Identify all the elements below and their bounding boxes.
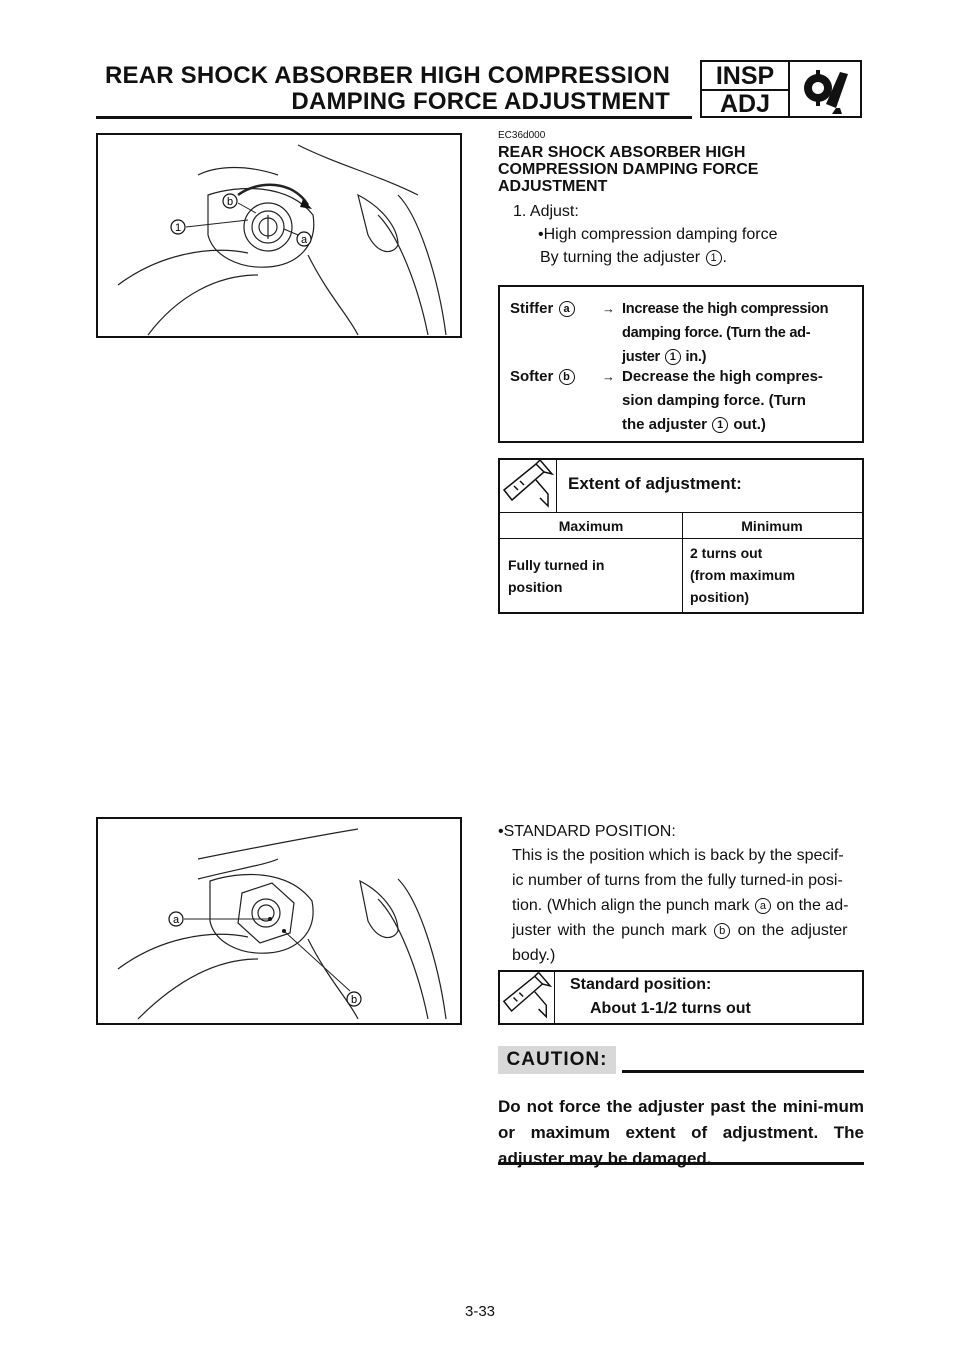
divider	[682, 512, 683, 612]
header-title-line1: REAR SHOCK ABSORBER HIGH COMPRESSION	[104, 62, 670, 89]
figure1-callout-1: 1	[175, 222, 181, 234]
extent-of-adjustment-box: Extent of adjustment: Maximum Minimum Fu…	[498, 458, 864, 614]
adjustment-direction-box: Stiffer a → Increase the high compressio…	[498, 285, 864, 443]
minimum-line2: (from maximum	[690, 567, 796, 583]
section-title: REAR SHOCK ABSORBER HIGH COMPRESSION DAM…	[498, 144, 864, 195]
standard-box-title: Standard position:	[570, 976, 712, 993]
arrow-stiffer: →	[602, 301, 615, 316]
stiffer-text: Stiffer	[510, 300, 554, 317]
standard-line3-text: tion. (Which align the punch mark	[512, 897, 750, 914]
standard-line2: ic number of turns from the fully turned…	[512, 872, 843, 889]
section-title-line1: REAR SHOCK ABSORBER HIGH	[498, 144, 746, 161]
ref-1: 1	[705, 250, 722, 266]
by-turning-text: By turning the adjuster	[540, 249, 701, 266]
figure-punch-marks: a b	[96, 817, 462, 1025]
ref-1: 1	[664, 349, 681, 365]
stiffer-line3: juster 1 in.)	[622, 345, 858, 369]
tag-adj: ADJ	[702, 91, 790, 118]
maximum-line1: Fully turned in	[508, 557, 605, 573]
standard-line4: juster with the punch mark b on the adju…	[512, 918, 864, 943]
period: .	[722, 249, 727, 266]
standard-line3-end: on the ad-	[776, 897, 849, 914]
caution-rule	[622, 1070, 864, 1073]
divider	[500, 512, 862, 513]
minimum-value: 2 turns out (from maximum position)	[690, 542, 795, 608]
col-header-minimum: Minimum	[741, 518, 803, 534]
caution-bottom-rule	[498, 1162, 864, 1165]
divider	[500, 538, 862, 539]
figure1-callout-a: a	[301, 234, 308, 246]
standard-box-value: About 1-1/2 turns out	[590, 1000, 751, 1017]
ref-b: b	[558, 369, 575, 385]
softer-line3-end: out.)	[733, 416, 766, 433]
bullet-high-compression: •High compression damping force	[538, 226, 778, 243]
caution-text: Do not force the adjuster past the mini-…	[498, 1097, 864, 1168]
page-number: 3-33	[464, 1303, 496, 1320]
maximum-line2: position	[508, 579, 563, 595]
standard-position-text: This is the position which is back by th…	[512, 843, 864, 968]
ref-1: 1	[712, 417, 729, 433]
minimum-line1: 2 turns out	[690, 545, 763, 561]
arrow-softer: →	[602, 369, 615, 384]
softer-line1: Decrease the high compres-	[622, 368, 823, 385]
figure2-callout-b: b	[351, 994, 357, 1006]
by-turning-line: By turning the adjuster 1.	[540, 246, 906, 270]
ref-b: b	[714, 923, 731, 939]
step-adjust: 1. Adjust:	[513, 203, 579, 220]
caution-label: CAUTION:	[498, 1046, 616, 1074]
section-tag-box: INSP ADJ	[700, 60, 862, 118]
standard-position-box: Standard position: About 1-1/2 turns out	[498, 970, 864, 1025]
standard-line3: tion. (Which align the punch mark a on t…	[512, 893, 864, 918]
standard-line1: This is the position which is back by th…	[512, 847, 844, 864]
figure1-callout-b: b	[227, 196, 233, 208]
stiffer-line3-end: in.)	[685, 349, 707, 365]
standard-line5: body.)	[512, 947, 556, 964]
section-title-line3: ADJUSTMENT	[498, 178, 608, 195]
header-rule	[96, 116, 692, 119]
col-header-maximum: Maximum	[558, 518, 624, 534]
section-title-line2: COMPRESSION DAMPING FORCE	[498, 161, 759, 178]
tag-insp: INSP	[702, 62, 790, 91]
softer-line3-text: the adjuster	[622, 416, 708, 433]
minimum-line3: position)	[690, 589, 750, 605]
stiffer-line3-text: juster	[622, 349, 660, 365]
caliper-spec-icon	[500, 459, 557, 512]
softer-line2: sion damping force. (Turn	[622, 392, 806, 409]
softer-desc: Decrease the high compres- sion damping …	[622, 365, 858, 437]
standard-line4-text: juster with the punch mark	[512, 922, 707, 939]
stiffer-line1: Increase the high compression	[622, 301, 829, 317]
figure-adjuster-turning: 1 a b	[96, 133, 462, 338]
softer-label: Softer b	[510, 365, 576, 389]
stiffer-desc: Increase the high compression damping fo…	[622, 297, 858, 369]
wrench-gear-icon	[792, 64, 860, 116]
section-code: EC36d000	[498, 130, 546, 141]
ref-a: a	[754, 898, 771, 914]
standard-position-bullet: •STANDARD POSITION:	[498, 823, 676, 840]
maximum-value: Fully turned in position	[508, 554, 604, 598]
stiffer-label: Stiffer a	[510, 297, 576, 321]
softer-line3: the adjuster 1 out.)	[622, 413, 858, 437]
extent-title: Extent of adjustment:	[568, 474, 742, 493]
softer-text: Softer	[510, 368, 554, 385]
stiffer-line2: damping force. (Turn the ad-	[622, 325, 811, 341]
header-title-line2: DAMPING FORCE ADJUSTMENT	[291, 88, 670, 115]
caliper-spec-icon	[500, 971, 555, 1023]
ref-a: a	[558, 301, 575, 317]
standard-line4-end: on the adjuster	[737, 922, 848, 939]
figure2-callout-a: a	[173, 914, 180, 926]
